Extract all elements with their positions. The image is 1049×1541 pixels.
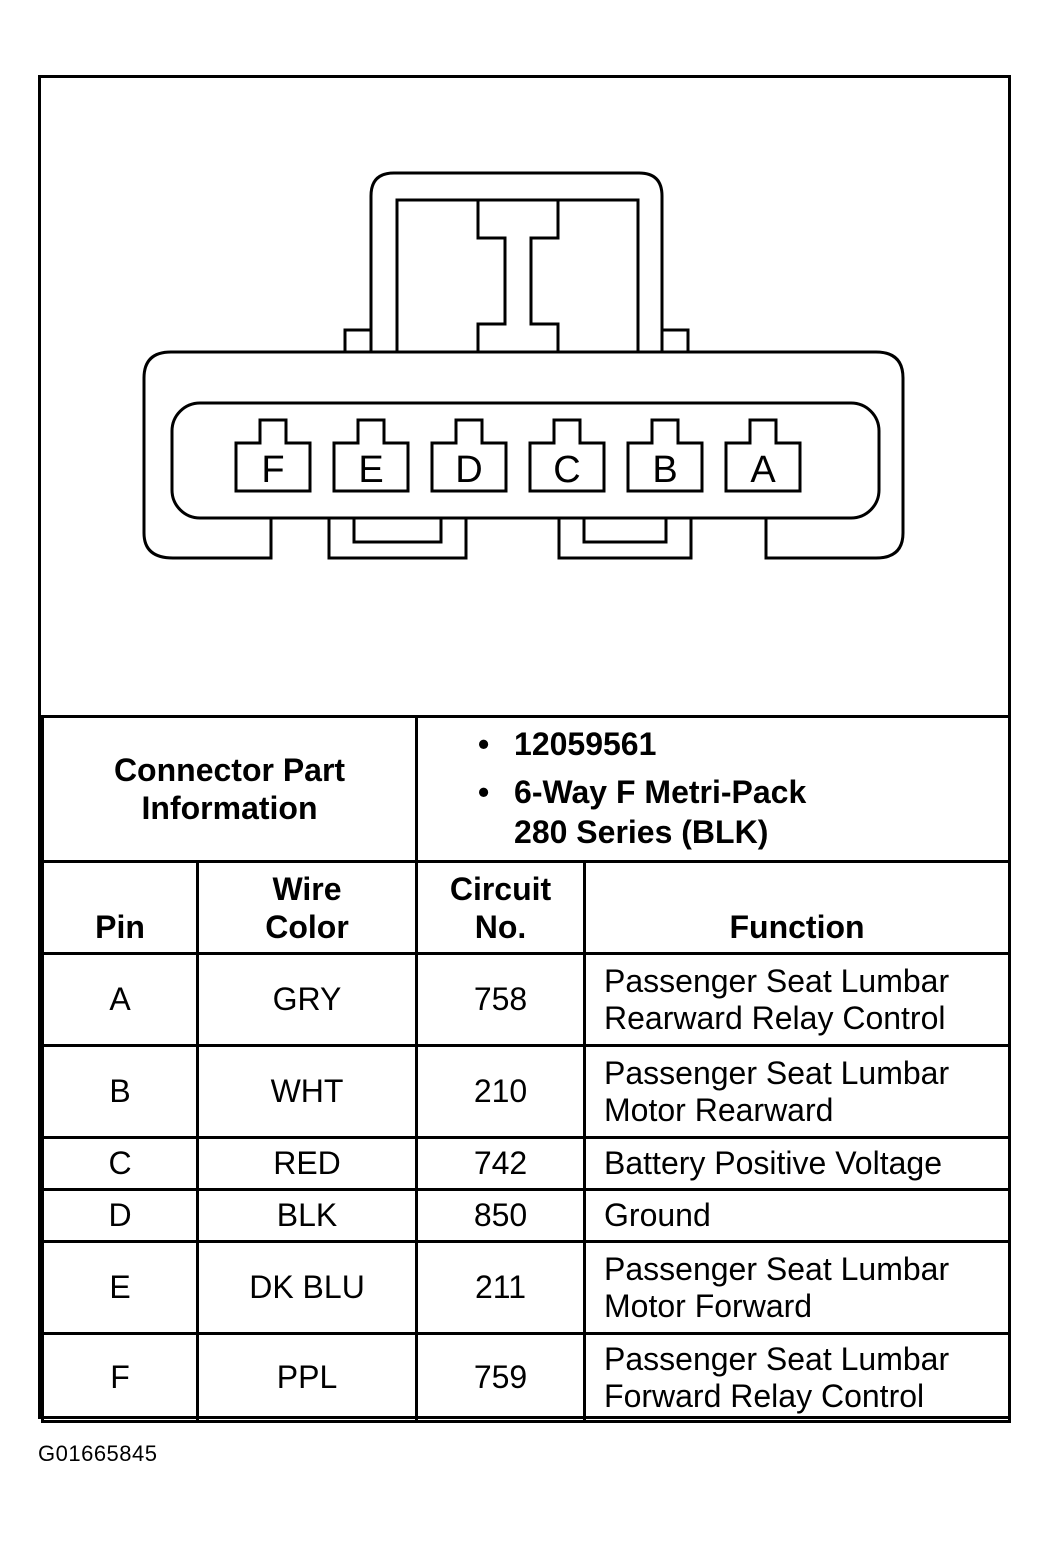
- header-wire-color: Wire Color: [195, 860, 419, 955]
- connector-body: [142, 350, 905, 560]
- cell-wire-color: WHT: [195, 1044, 419, 1139]
- key-slot-left: [352, 518, 443, 544]
- key-slot-right: [582, 518, 668, 544]
- connector-info-table: Connector Part Information 12059561 6-Wa…: [40, 715, 1012, 1423]
- pin-socket-d: [430, 418, 508, 493]
- cell-function: Ground: [583, 1188, 1012, 1243]
- header-function: Function: [583, 860, 1012, 955]
- part-info-label: Connector Part Information: [40, 715, 419, 863]
- cell-pin: E: [41, 1240, 199, 1335]
- cell-wire-color: GRY: [195, 952, 419, 1047]
- cell-circuit: 850: [415, 1188, 587, 1243]
- part-description: 6-Way F Metri-Pack 280 Series (BLK): [478, 772, 1008, 852]
- cell-pin: F: [41, 1332, 199, 1423]
- pin-label-e: E: [358, 449, 383, 491]
- cell-wire-color: DK BLU: [195, 1240, 419, 1335]
- pin-socket-c: [528, 418, 606, 493]
- cell-circuit: 758: [415, 952, 587, 1047]
- pin-label-b: B: [652, 449, 677, 491]
- pin-label-d: D: [455, 449, 482, 491]
- part-number: 12059561: [478, 724, 1008, 764]
- pin-label-c: C: [553, 449, 580, 491]
- table-header-row: Pin Wire Color Circuit No. Function: [41, 860, 1012, 955]
- cell-circuit: 742: [415, 1136, 587, 1191]
- cell-circuit: 759: [415, 1332, 587, 1423]
- pin-socket-b: [626, 418, 704, 493]
- header-pin: Pin: [41, 860, 199, 955]
- pin-socket-a: [724, 418, 802, 493]
- tab-right: [662, 328, 690, 352]
- pin-label-f: F: [261, 449, 284, 491]
- cell-function: Battery Positive Voltage: [583, 1136, 1012, 1191]
- cell-pin: D: [41, 1188, 199, 1243]
- cell-pin: B: [41, 1044, 199, 1139]
- part-info-label-line1: Connector Part: [113, 752, 346, 788]
- pin-socket-e: [332, 418, 410, 493]
- pin-cavity: [170, 401, 881, 520]
- latch-inner: [395, 198, 640, 352]
- pin-socket-f: [234, 418, 312, 493]
- header-circuit: Circuit No.: [415, 860, 587, 955]
- cell-pin: C: [41, 1136, 199, 1191]
- part-info-values: 12059561 6-Way F Metri-Pack 280 Series (…: [415, 715, 1012, 863]
- cell-circuit: 210: [415, 1044, 587, 1139]
- tab-left: [343, 328, 371, 352]
- part-info-label-line2: Information: [141, 790, 318, 826]
- cell-pin: A: [41, 952, 199, 1047]
- pin-label-a: A: [750, 449, 776, 491]
- cell-wire-color: BLK: [195, 1188, 419, 1243]
- latch-lock: [476, 200, 560, 352]
- connector-latch: [369, 171, 664, 352]
- cell-wire-color: RED: [195, 1136, 419, 1191]
- figure-id: G01665845: [38, 1441, 158, 1466]
- cell-wire-color: PPL: [195, 1332, 419, 1423]
- cell-circuit: 211: [415, 1240, 587, 1335]
